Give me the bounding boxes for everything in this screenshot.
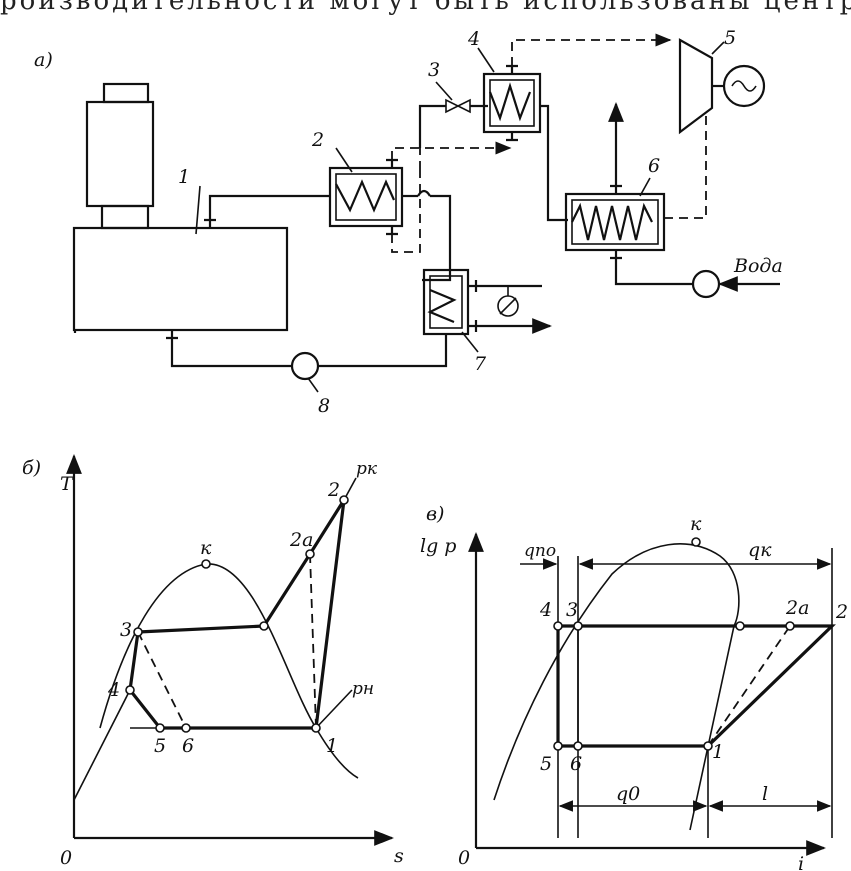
- ts-pt-1: 1: [326, 735, 338, 757]
- ts-tag: б): [22, 457, 41, 479]
- ph-pt-2: 2: [835, 601, 848, 623]
- ph-pt-3: 3: [566, 599, 578, 621]
- ph-pt-5: 5: [540, 753, 552, 775]
- ts-pt-5: 5: [154, 735, 166, 757]
- ph-pt-2a: 2а: [785, 597, 809, 619]
- ph-axis-y: lg p: [420, 535, 456, 557]
- ts-crit: к: [200, 537, 212, 559]
- label-4: 4: [467, 28, 480, 50]
- unit-4-evaporator: [482, 64, 542, 142]
- ph-crit: к: [690, 513, 702, 535]
- ph-diagram: в) lg p i 0 1 2 2а 3 4 5 6 к: [420, 503, 848, 871]
- ts-pn: pн: [352, 679, 374, 699]
- ph-pt-6: 6: [570, 753, 582, 775]
- label-3: 3: [428, 59, 440, 81]
- label-6: 6: [648, 155, 660, 177]
- ts-pk: pк: [356, 459, 378, 479]
- ph-q-0: q0: [616, 783, 640, 805]
- scheme-a: а): [34, 27, 783, 417]
- label-5: 5: [724, 27, 736, 49]
- unit-5-turbine: [678, 38, 766, 135]
- ts-axis-x: s: [394, 845, 404, 867]
- label-2: 2: [311, 129, 324, 151]
- ph-q-po: qпо: [524, 541, 556, 561]
- scheme-tag: а): [34, 49, 53, 71]
- unit-2-exchanger: [328, 158, 404, 236]
- ts-pt-4: 4: [107, 679, 120, 701]
- header-text: роизводительности могут быть использован…: [0, 0, 851, 16]
- ts-pt-3: 3: [120, 619, 132, 641]
- ts-origin: 0: [60, 847, 72, 869]
- label-1: 1: [178, 166, 190, 188]
- ph-tag: в): [426, 503, 444, 525]
- ts-pt-2a: 2а: [289, 529, 313, 551]
- ph-q-k: qк: [748, 539, 772, 561]
- ts-pt-2: 2: [327, 479, 340, 501]
- ts-axis-y: T: [60, 473, 74, 495]
- ts-pt-6: 6: [182, 735, 194, 757]
- unit-6-condenser: [564, 184, 666, 260]
- label-water: Вода: [733, 255, 783, 277]
- ph-origin: 0: [458, 847, 470, 869]
- unit-3-valve: [445, 98, 471, 114]
- ph-pt-1: 1: [712, 741, 724, 763]
- unit-1-tank: [72, 82, 289, 333]
- label-8: 8: [318, 395, 330, 417]
- ts-diagram: б) T s 0 1 2 2а 3 4 5 6 к pк pн: [22, 454, 404, 869]
- ph-l: l: [762, 783, 768, 805]
- label-7: 7: [474, 353, 487, 375]
- ph-pt-4: 4: [539, 599, 552, 621]
- ph-axis-x: i: [798, 853, 804, 871]
